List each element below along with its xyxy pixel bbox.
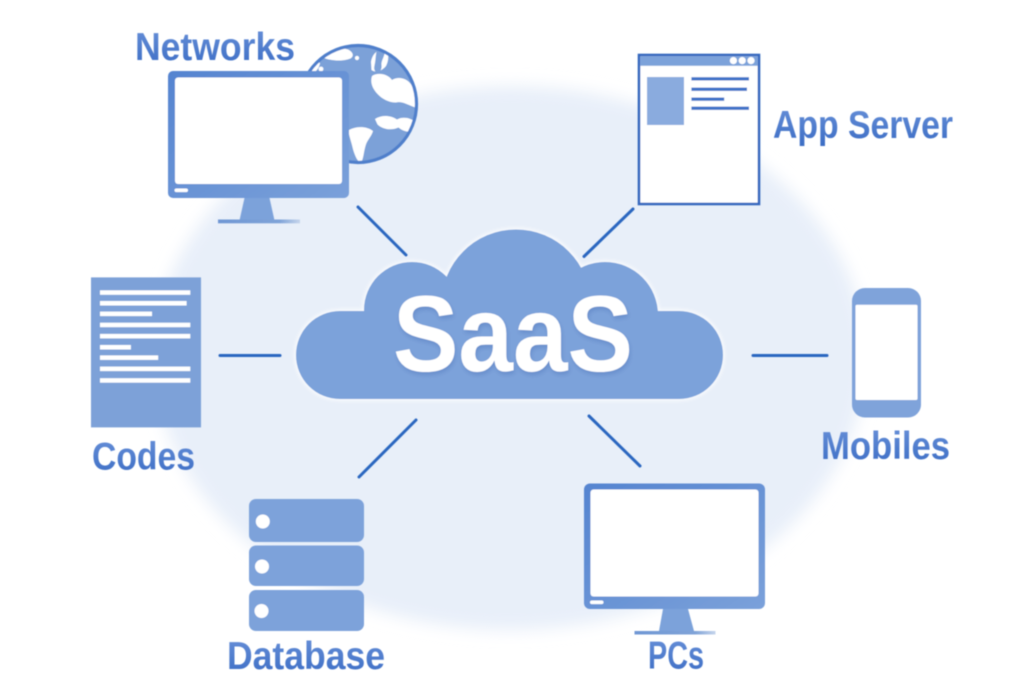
svg-text:Mobiles: Mobiles <box>821 425 950 468</box>
svg-text:SaaS: SaaS <box>393 273 633 394</box>
svg-text:App Server: App Server <box>773 104 953 147</box>
svg-text:Codes: Codes <box>92 436 195 479</box>
svg-text:PCs: PCs <box>648 635 704 678</box>
svg-text:SaaS: SaaS <box>394 276 634 397</box>
svg-text:Networks: Networks <box>135 26 295 69</box>
svg-text:Database: Database <box>227 635 385 678</box>
